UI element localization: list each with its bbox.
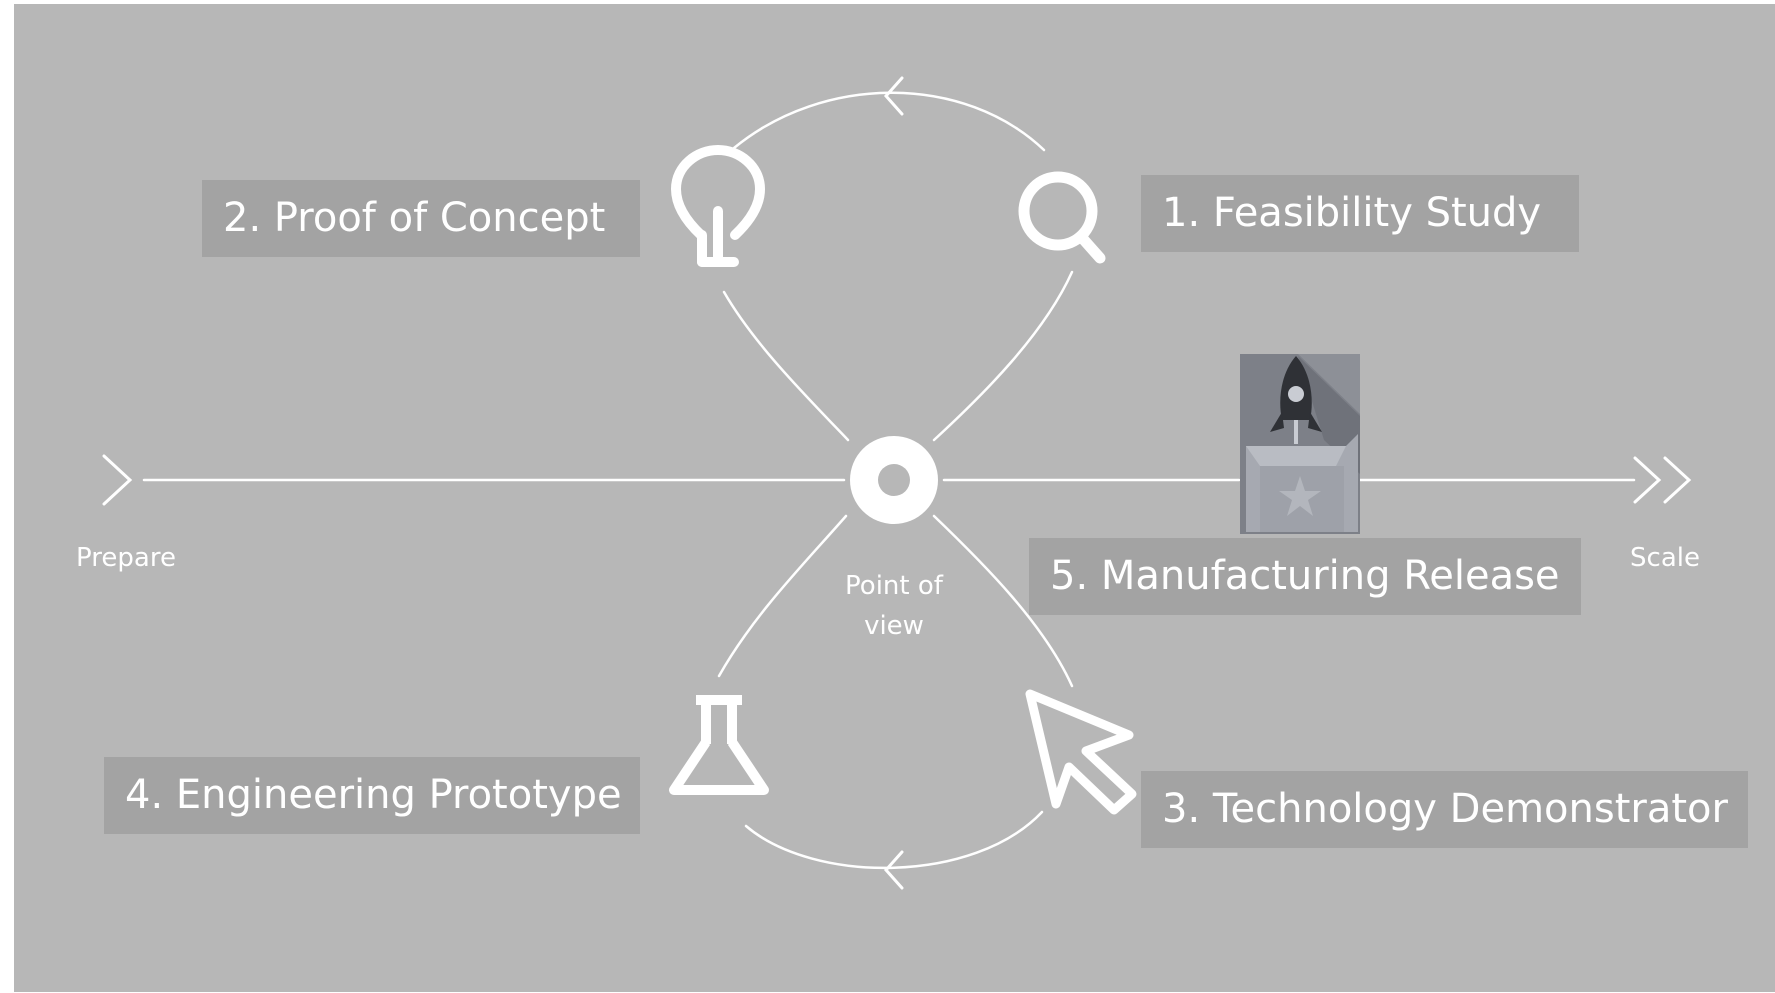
stage-2-text: 2. Proof of Concept xyxy=(223,195,606,241)
rocket-launch-icon xyxy=(1240,354,1360,534)
curve-lower-right xyxy=(932,514,1074,688)
slide-canvas: 1. Feasibility Study 2. Proof of Concept… xyxy=(14,4,1775,992)
axis-end-label: Scale xyxy=(1630,543,1700,573)
axis-start-label: Prepare xyxy=(76,543,176,573)
flask-icon xyxy=(669,695,769,795)
start-chevron-icon xyxy=(102,454,133,506)
stage-5-text: 5. Manufacturing Release xyxy=(1050,553,1560,599)
bottom-loop-arrow-icon xyxy=(883,850,904,890)
stage-1-text: 1. Feasibility Study xyxy=(1162,190,1542,236)
top-loop-arc xyxy=(732,91,1046,152)
cursor-icon xyxy=(1025,689,1137,815)
top-loop-arrow-icon xyxy=(883,76,904,116)
stage-label-proof-of-concept: 2. Proof of Concept xyxy=(202,180,640,257)
stage-4-text: 4. Engineering Prototype xyxy=(125,772,622,818)
center-label: Point of view xyxy=(824,566,964,646)
infinity-loop-diagram xyxy=(102,76,1692,890)
center-label-line1: Point of xyxy=(845,571,943,601)
bottom-loop-arc xyxy=(744,810,1044,870)
target-point-icon xyxy=(850,436,938,524)
stage-label-technology-demonstrator: 3. Technology Demonstrator xyxy=(1141,771,1748,848)
end-chevron-icon-1 xyxy=(1633,456,1662,504)
lightbulb-icon xyxy=(671,145,765,267)
stage-label-engineering-prototype: 4. Engineering Prototype xyxy=(104,757,640,834)
curve-upper-left xyxy=(722,290,850,442)
stage-label-manufacturing-release: 5. Manufacturing Release xyxy=(1029,538,1581,615)
curve-lower-left xyxy=(717,514,848,678)
stage-3-text: 3. Technology Demonstrator xyxy=(1162,786,1728,832)
curve-upper-right xyxy=(932,270,1074,442)
magnifier-icon xyxy=(1018,171,1106,264)
end-chevron-icon-2 xyxy=(1663,456,1692,504)
stage-label-feasibility-study: 1. Feasibility Study xyxy=(1141,175,1579,252)
center-label-line2: view xyxy=(864,611,924,641)
